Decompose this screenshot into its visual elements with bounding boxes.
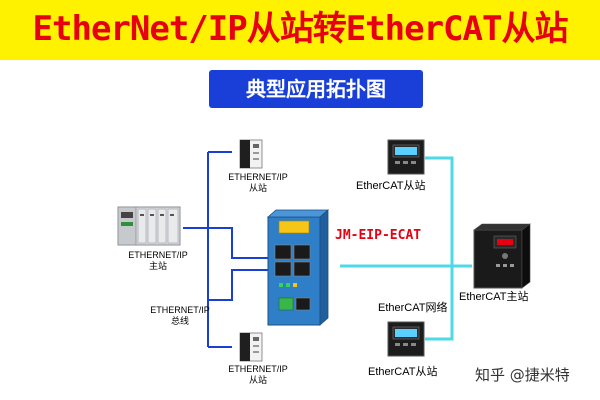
diagram-subtitle: 典型应用拓扑图 <box>246 77 386 101</box>
ethercat-wiring <box>340 156 472 341</box>
bus-label-line1: ETHERNET/IP <box>150 305 210 315</box>
eip-slave-top-label-line1: ETHERNET/IP <box>228 172 288 182</box>
plc-master-device <box>117 206 181 246</box>
ethercat-ring-line <box>425 156 454 341</box>
plc-master-label-line2: 主站 <box>148 261 167 271</box>
gateway-model-label: JM-EIP-ECAT <box>335 228 422 243</box>
eip-slave-top-device <box>239 139 263 169</box>
eip-slave-bottom-label-line2: 从站 <box>248 375 267 385</box>
eip-slave-top-label-line2: 从站 <box>248 183 267 193</box>
gateway-device <box>266 209 330 326</box>
ecat-slave-top-device <box>387 139 425 175</box>
ecat-master-label: EtherCAT主站 <box>459 291 529 303</box>
ecat-slave-top-label: EtherCAT从站 <box>356 180 426 192</box>
link-bus-to-gateway-lower <box>208 269 268 301</box>
bus-label-line2: 总线 <box>170 316 189 326</box>
ecat-network-label: EtherCAT网络 <box>378 302 448 314</box>
ecat-slave-bottom-label: EtherCAT从站 <box>368 366 438 378</box>
plc-master-label-line1: ETHERNET/IP <box>128 250 188 260</box>
ethernet-ip-wiring <box>183 151 268 348</box>
title-banner: EtherNet/IP从站转EtherCAT从站 <box>0 0 600 60</box>
ecat-master-device <box>473 223 531 289</box>
page-title: EtherNet/IP从站转EtherCAT从站 <box>32 9 569 49</box>
watermark: 知乎 @捷米特 <box>475 366 570 384</box>
eip-slave-bottom-device <box>239 332 263 362</box>
eip-slave-bottom-label-line1: ETHERNET/IP <box>228 364 288 374</box>
subtitle-box: 典型应用拓扑图 <box>209 70 423 108</box>
ecat-slave-bottom-device <box>387 321 425 357</box>
link-bus-to-gateway-upper <box>208 227 268 259</box>
